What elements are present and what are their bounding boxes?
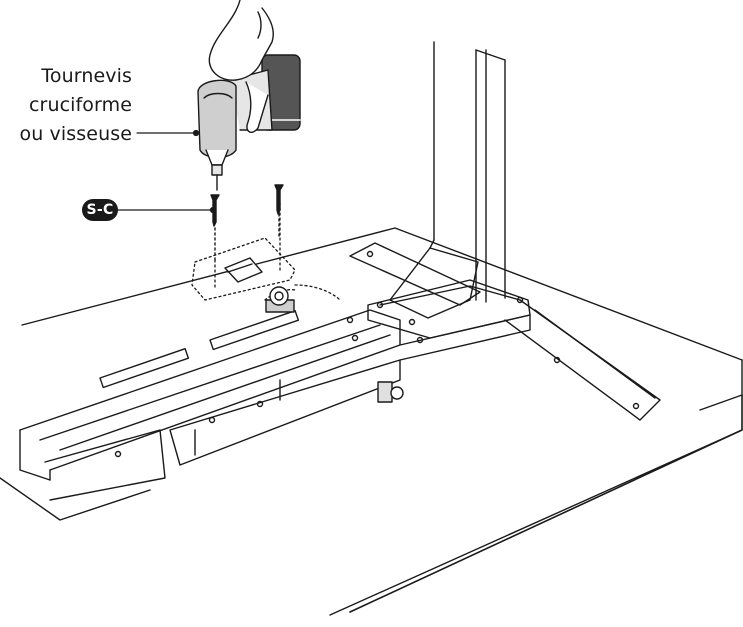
screw-icon	[210, 184, 284, 227]
table-leg	[433, 41, 506, 303]
hand-icon	[208, 0, 274, 133]
frame-rail	[19, 309, 531, 501]
part-badge: S-C	[82, 199, 118, 221]
rail-knob	[377, 381, 404, 403]
tool-label-line3: ou visseuse	[19, 123, 132, 145]
tabletop	[0, 227, 743, 616]
placement-guide	[191, 199, 341, 301]
screw-guide-lines	[214, 213, 280, 263]
tool-label: Tournevis cruciforme ou visseuse	[0, 62, 132, 149]
leader-lines	[117, 129, 217, 214]
tool-label-line2: cruciforme	[28, 94, 132, 116]
cable-clip-icon	[224, 257, 295, 313]
tool-label-line1: Tournevis	[41, 65, 132, 87]
